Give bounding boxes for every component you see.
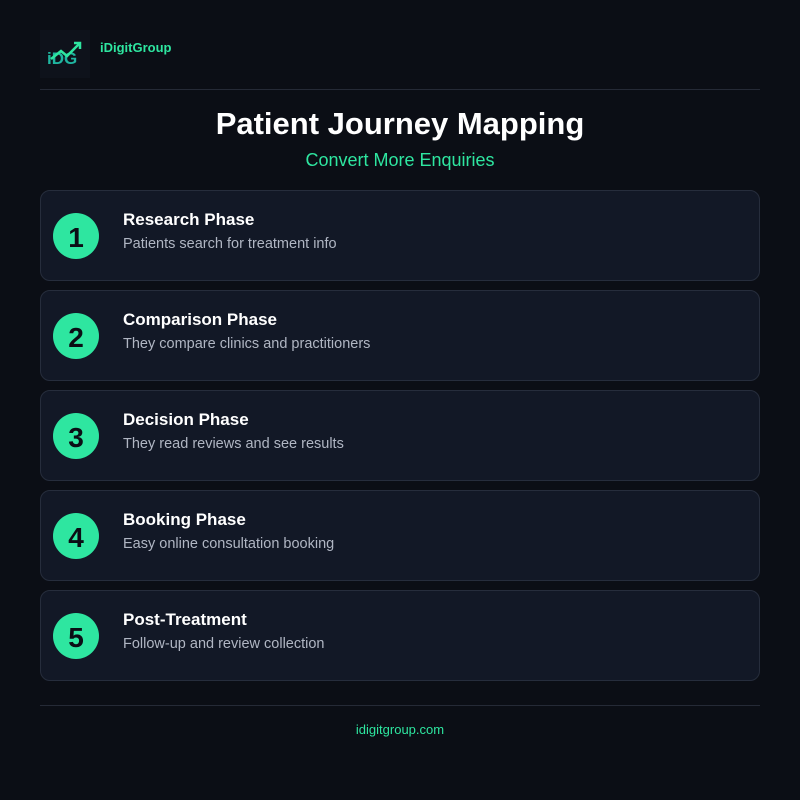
step-title: Post-Treatment — [123, 610, 247, 629]
step-description: Patients search for treatment info — [123, 236, 337, 252]
website-link[interactable]: idigitgroup.com — [355, 722, 445, 737]
step-number-badge: 1 — [53, 213, 99, 259]
brand-name: iDigitGroup — [100, 40, 172, 55]
page-subtitle: Convert More Enquiries — [305, 150, 495, 170]
step-description: Easy online consultation booking — [123, 536, 335, 552]
step-card: 3 Decision Phase They read reviews and s… — [40, 390, 760, 481]
step-title: Comparison Phase — [123, 310, 277, 329]
step-card: 5 Post-Treatment Follow-up and review co… — [40, 590, 760, 681]
brand-logo: iDG — [40, 30, 90, 78]
step-card: 2 Comparison Phase They compare clinics … — [40, 290, 760, 381]
step-number-badge: 5 — [53, 613, 99, 659]
step-description: They read reviews and see results — [123, 436, 344, 452]
step-description: They compare clinics and practitioners — [123, 336, 371, 352]
step-number-badge: 2 — [53, 313, 99, 359]
step-number-badge: 4 — [53, 513, 99, 559]
step-title: Decision Phase — [123, 410, 249, 429]
step-title: Booking Phase — [123, 510, 246, 529]
step-title: Research Phase — [123, 210, 255, 229]
step-description: Follow-up and review collection — [123, 636, 325, 652]
header: iDG iDigitGroup — [40, 30, 760, 90]
page-title: Patient Journey Mapping — [215, 106, 585, 141]
journey-steps: 1 Research Phase Patients search for tre… — [40, 190, 760, 690]
step-card: 1 Research Phase Patients search for tre… — [40, 190, 760, 281]
step-number-badge: 3 — [53, 413, 99, 459]
footer: idigitgroup.com — [40, 705, 760, 737]
step-card: 4 Booking Phase Easy online consultation… — [40, 490, 760, 581]
